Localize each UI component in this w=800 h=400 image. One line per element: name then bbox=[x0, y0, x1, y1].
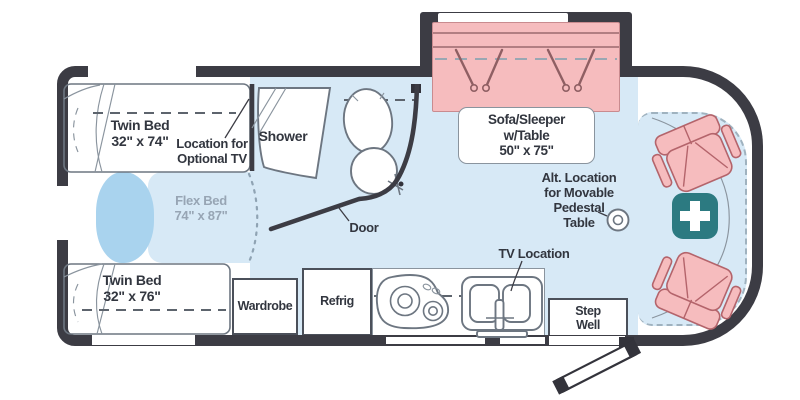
optional-tv-label: Location for Optional TV bbox=[176, 136, 248, 167]
sofa-label-box: Sofa/Sleeper w/Table 50" x 75" bbox=[458, 107, 595, 164]
window bbox=[386, 337, 485, 344]
optional-tv-pointer bbox=[224, 98, 250, 139]
slideout-window bbox=[438, 13, 568, 23]
refrigerator: Refrig bbox=[302, 268, 372, 335]
pedestal-table-icon bbox=[597, 208, 630, 232]
step-well: Step Well bbox=[548, 298, 628, 335]
tv-location-label: TV Location bbox=[498, 246, 570, 261]
bathroom-wall bbox=[268, 83, 421, 232]
cooktop-icon bbox=[375, 274, 450, 330]
door-label: Door bbox=[349, 220, 379, 235]
tv-location-pointer bbox=[510, 260, 523, 292]
bath-sink-icon bbox=[350, 147, 404, 196]
twin-bed-top-label: Twin Bed 32" x 74" bbox=[110, 117, 170, 150]
sofa-label: Sofa/Sleeper w/Table 50" x 75" bbox=[488, 111, 565, 159]
pedestal-table-label: Alt. Location for Movable Pedestal Table bbox=[541, 170, 617, 230]
wardrobe-label: Wardrobe bbox=[237, 298, 293, 313]
window bbox=[92, 334, 195, 345]
window bbox=[88, 66, 196, 77]
step-well-label: Step Well bbox=[575, 303, 601, 332]
twin-bed-bottom-label: Twin Bed 32" x 76" bbox=[102, 272, 162, 305]
sofa-detail bbox=[433, 32, 619, 93]
rear-window bbox=[57, 186, 68, 240]
cab-seat-top bbox=[651, 114, 742, 193]
twin-bed-bottom-outline bbox=[63, 263, 231, 335]
flex-bed-dotted-edge bbox=[247, 172, 259, 264]
flex-bed-label: Flex Bed 74" x 87" bbox=[174, 193, 228, 224]
flex-bed-aisle bbox=[96, 172, 154, 263]
shower-label: Shower bbox=[258, 128, 308, 144]
entry-threshold bbox=[549, 336, 625, 345]
entry-door-open bbox=[552, 337, 642, 395]
toilet-icon bbox=[342, 88, 394, 154]
wardrobe-cabinet: Wardrobe bbox=[232, 278, 298, 335]
flex-bed-area bbox=[148, 172, 250, 263]
shower-stall bbox=[251, 87, 332, 180]
refrig-label: Refrig bbox=[320, 294, 354, 309]
cab-seat-bottom bbox=[651, 251, 742, 330]
bath-door-open bbox=[268, 196, 362, 232]
window bbox=[500, 337, 545, 344]
plus-badge-icon bbox=[672, 193, 718, 239]
kitchen-sink-icon bbox=[461, 276, 543, 338]
door-pointer bbox=[338, 207, 350, 222]
